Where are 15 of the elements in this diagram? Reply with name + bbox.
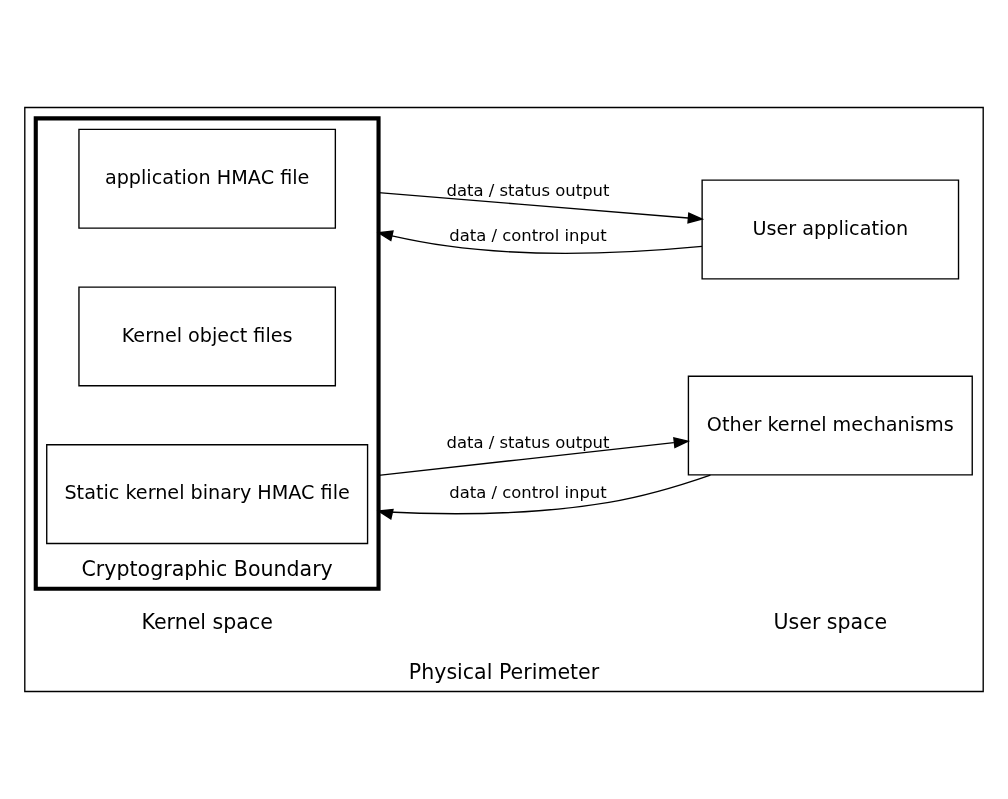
edge-label: data / control input xyxy=(449,482,607,502)
node-box: Kernel object files xyxy=(78,286,337,387)
arrow xyxy=(377,191,705,224)
node-box: application HMAC file xyxy=(78,128,337,229)
edge-label: data / control input xyxy=(449,226,607,246)
arrow xyxy=(376,474,712,520)
edge-label: data / status output xyxy=(446,433,610,453)
label: User space xyxy=(773,610,888,635)
arrow xyxy=(376,230,703,254)
node-box: Static kernel binary HMAC file xyxy=(46,444,369,545)
node-box: Other kernel mechanisms xyxy=(687,375,973,476)
node-box: User application xyxy=(701,179,960,280)
edge-label: data / status output xyxy=(446,181,610,201)
label: Kernel space xyxy=(141,610,273,635)
arrow xyxy=(377,436,691,476)
